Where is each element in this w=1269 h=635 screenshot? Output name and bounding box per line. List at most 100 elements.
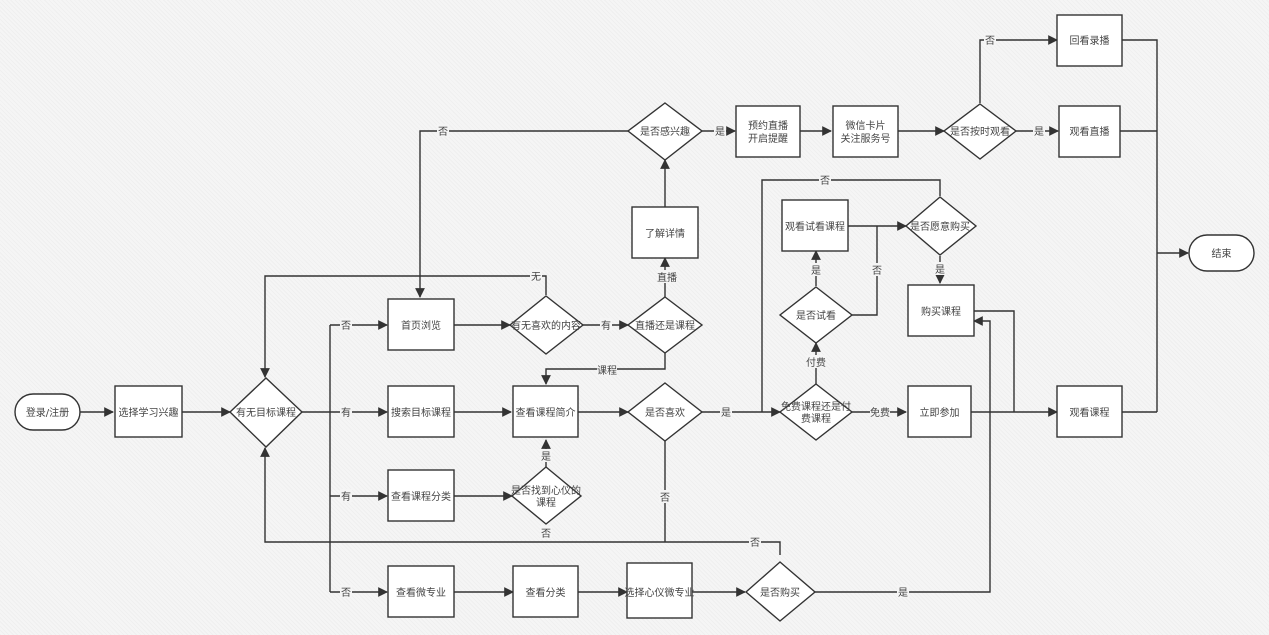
node-has-interest-content-label: 有无喜欢的内容 [511,319,581,332]
node-watch-live-label: 观看直播 [1070,125,1110,138]
edge-label-none: 无 [531,272,541,283]
node-trial-ok-label: 是否试看 [796,309,836,322]
node-is-interested[interactable]: 是否感兴趣 [626,102,704,161]
node-choose-interest-label: 选择学习兴趣 [119,406,179,419]
edge-on-time-no-to-replay [979,35,1058,103]
edge-label-no: 否 [872,265,882,277]
node-reserve-live-label-1: 预约直播 [748,119,788,132]
edge-replay-to-end-bus [1122,39,1158,412]
node-has-interest-content[interactable]: 有无喜欢的内容 [508,295,585,355]
node-end-label: 结束 [1212,247,1232,260]
node-enroll-now-label: 立即参加 [920,406,960,419]
node-search-course-label: 搜索目标课程 [391,406,451,419]
node-free-or-paid-label-1: 免费课程还是付 [781,400,851,413]
edge-buy-or-not-yes-to-buy [815,316,991,593]
node-live-or-course[interactable]: 直播还是课程 [626,296,704,354]
edge-label-no: 否 [341,587,351,599]
node-watch-replay-label: 回看录播 [1070,34,1110,47]
edge-label-no: 否 [541,528,551,540]
node-enroll-now[interactable]: 立即参加 [907,385,972,438]
node-micro-major-label: 查看微专业 [396,586,446,599]
node-buy-or-not-label: 是否购买 [760,586,800,599]
edge-label-no: 否 [438,126,448,138]
node-want-buy[interactable]: 是否愿意购买 [904,196,978,256]
edge-label-have: 有 [601,319,611,332]
node-pick-micro-major[interactable]: 选择心仪微专业 [625,562,695,619]
edge-label-no: 否 [750,537,760,549]
edge-label-yes: 是 [935,264,945,276]
node-buy-or-not[interactable]: 是否购买 [744,561,817,622]
node-watch-course-label: 观看课程 [1070,406,1110,419]
edge-has-interest-none-loop [260,275,547,378]
node-free-or-paid[interactable]: 免费课程还是付 费课程 [778,383,854,441]
node-live-or-course-label: 直播还是课程 [635,319,695,332]
node-pick-micro-major-label: 选择心仪微专业 [625,586,695,599]
node-view-intro[interactable]: 查看课程简介 [512,385,579,438]
edge-label-have: 有 [341,406,351,419]
edge-interested-no-to-home [415,130,628,298]
edge-trial-no-to-want-buy [852,226,878,316]
edge-label-live: 直播 [657,271,677,284]
node-wechat-follow-label-2: 关注服务号 [841,132,891,145]
node-free-or-paid-label-2: 费课程 [801,412,831,425]
node-end[interactable]: 结束 [1188,234,1255,272]
node-choose-interest[interactable]: 选择学习兴趣 [114,385,183,438]
node-trial-watch[interactable]: 观看试看课程 [781,199,849,252]
node-buy-course[interactable]: 购买课程 [907,284,975,337]
edge-label-course: 课程 [597,365,617,377]
node-is-interested-label: 是否感兴趣 [640,125,690,138]
node-watch-live[interactable]: 观看直播 [1058,105,1121,158]
node-start-label: 登录/注册 [26,406,69,419]
node-buy-course-label: 购买课程 [921,305,961,318]
edges [80,35,1189,597]
node-search-course[interactable]: 搜索目标课程 [387,385,455,438]
node-view-intro-label: 查看课程简介 [516,406,576,419]
node-has-target-label: 有无目标课程 [236,406,296,419]
node-trial-watch-label: 观看试看课程 [785,220,845,233]
edge-label-paid: 付费 [806,356,826,369]
node-want-buy-label: 是否愿意购买 [910,220,970,233]
edge-label-yes: 是 [541,451,551,463]
node-category-view[interactable]: 查看课程分类 [387,469,455,522]
edge-label-have: 有 [341,490,351,503]
node-wechat-follow[interactable]: 微信卡片 关注服务号 [832,105,899,158]
node-like-it-label: 是否喜欢 [645,406,685,419]
edge-label-yes: 是 [1034,126,1044,138]
node-reserve-live[interactable]: 预约直播 开启提醒 [735,105,801,158]
node-watch-replay[interactable]: 回看录播 [1056,14,1123,67]
node-watch-on-time-label: 是否按时观看 [950,125,1010,138]
edge-label-yes: 是 [898,587,908,599]
node-watch-on-time[interactable]: 是否按时观看 [942,103,1018,160]
node-home-browse[interactable]: 首页浏览 [387,298,455,351]
edge-want-buy-no-loop [761,179,941,412]
edge-buy-to-watch-course [974,310,1015,412]
edge-label-no: 否 [341,320,351,332]
node-has-target[interactable]: 有无目标课程 [228,377,304,448]
node-start[interactable]: 登录/注册 [14,393,81,431]
edge-label-no: 否 [820,175,830,187]
node-learn-details[interactable]: 了解详情 [631,206,699,259]
edge-labels: 否 有 有 否 无 有 直播 课程 否 是 否 是 是 否 是 否 否 免费 付… [340,33,1045,599]
edge-label-free: 免费 [870,406,890,419]
node-trial-ok[interactable]: 是否试看 [778,286,854,344]
edge-label-yes: 是 [811,265,821,277]
edge-label-yes: 是 [715,126,725,138]
node-like-it[interactable]: 是否喜欢 [626,382,704,442]
node-found-course-label-2: 课程 [536,497,556,509]
edge-back-to-has-target [260,447,781,555]
node-watch-course[interactable]: 观看课程 [1056,385,1123,438]
node-category-view-label: 查看课程分类 [391,490,451,503]
node-reserve-live-label-2: 开启提醒 [748,132,788,145]
node-learn-details-label: 了解详情 [645,227,685,240]
node-found-course-label-1: 是否找到心仪的 [511,484,581,497]
node-micro-major[interactable]: 查看微专业 [387,565,455,618]
node-view-category[interactable]: 查看分类 [512,565,579,618]
nodes: 登录/注册 选择学习兴趣 有无目标课程 首页浏览 有无喜欢的内容 直播还是课程 … [14,14,1255,622]
edge-label-no: 否 [660,492,670,504]
node-home-browse-label: 首页浏览 [401,319,441,332]
edge-label-yes: 是 [721,407,731,419]
node-found-course[interactable]: 是否找到心仪的 课程 [510,466,583,525]
node-wechat-follow-label-1: 微信卡片 [846,119,886,132]
node-view-category-label: 查看分类 [526,586,566,599]
